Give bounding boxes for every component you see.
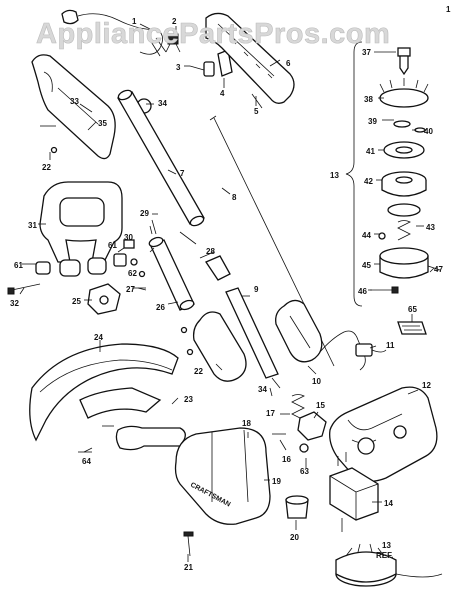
part-41-ring xyxy=(383,141,425,159)
label-30: 30 xyxy=(124,233,133,242)
label-13-ref: 13 xyxy=(382,541,391,550)
label-46: 46 xyxy=(358,287,367,296)
label-5: 5 xyxy=(254,107,259,116)
part-motor-housing xyxy=(329,386,438,482)
part-screw xyxy=(183,531,194,557)
part-39-40-washers xyxy=(393,120,426,133)
part-37-bolt xyxy=(397,47,411,76)
part-guard-bracket xyxy=(102,425,186,451)
part-housing-half-right xyxy=(275,299,323,363)
part-cup xyxy=(285,495,309,519)
part-drive-block xyxy=(297,411,327,441)
label-6: 6 xyxy=(286,59,291,68)
label-33: 33 xyxy=(70,97,79,106)
label-15: 15 xyxy=(316,401,325,410)
label-17: 17 xyxy=(266,409,275,418)
part-power-cord xyxy=(319,330,387,371)
part-43-spring xyxy=(387,203,421,241)
label-62: 62 xyxy=(128,269,137,278)
label-4: 4 xyxy=(220,89,225,98)
part-45-spool-housing xyxy=(379,247,441,279)
part-small-hardware xyxy=(189,49,263,109)
label-64: 64 xyxy=(82,457,91,466)
part-handle-left xyxy=(31,54,116,160)
part-clamp xyxy=(87,283,121,315)
part-65-decal xyxy=(397,321,427,335)
part-motor xyxy=(329,452,379,532)
label-22-left: 22 xyxy=(42,163,51,172)
label-35: 35 xyxy=(98,119,107,128)
part-spool-ref xyxy=(335,543,443,587)
part-guard xyxy=(29,343,179,442)
label-29: 29 xyxy=(140,209,149,218)
label-61-left: 61 xyxy=(14,261,23,270)
leader-lines xyxy=(19,23,435,562)
label-20: 20 xyxy=(290,533,299,542)
part-44-ball xyxy=(378,232,386,240)
label-27: 27 xyxy=(126,285,135,294)
label-23: 23 xyxy=(184,395,193,404)
part-spring xyxy=(271,377,305,421)
part-housing-half-left xyxy=(180,311,247,382)
label-38: 38 xyxy=(364,95,373,104)
label-39: 39 xyxy=(368,117,377,126)
label-8: 8 xyxy=(232,193,237,202)
part-mid-shaft xyxy=(205,255,279,379)
label-10: 10 xyxy=(312,377,321,386)
label-31: 31 xyxy=(28,221,37,230)
part-38-spool-head xyxy=(379,78,429,108)
label-32: 32 xyxy=(10,299,19,308)
label-40: 40 xyxy=(424,127,433,136)
label-9: 9 xyxy=(254,285,259,294)
label-25: 25 xyxy=(72,297,81,306)
label-3: 3 xyxy=(176,63,181,72)
label-2: 2 xyxy=(172,17,177,26)
part-bolt xyxy=(7,283,41,295)
ref-text: REF. xyxy=(376,551,393,560)
part-clip xyxy=(165,33,181,53)
part-loop-handle xyxy=(39,181,123,263)
label-43: 43 xyxy=(426,223,435,232)
label-12: 12 xyxy=(422,381,431,390)
label-34-mid: 34 xyxy=(258,385,267,394)
corner-mark: 1 xyxy=(446,5,451,14)
label-44: 44 xyxy=(362,231,371,240)
label-1: 1 xyxy=(132,17,137,26)
label-42: 42 xyxy=(364,177,373,186)
label-34-top: 34 xyxy=(158,99,167,108)
label-14: 14 xyxy=(384,499,393,508)
part-switch-cord xyxy=(61,9,167,57)
part-42-spool xyxy=(381,171,427,197)
part-nuts-washers xyxy=(35,239,146,278)
part-number-labels: 1 2 3 4 5 6 7 8 9 10 11 12 13 13 14 15 1… xyxy=(10,5,451,572)
label-16: 16 xyxy=(282,455,291,464)
part-handle-right xyxy=(205,12,295,104)
label-41: 41 xyxy=(366,147,375,156)
label-47: 47 xyxy=(434,265,443,274)
label-24: 24 xyxy=(94,333,103,342)
label-61-right: 61 xyxy=(108,241,117,250)
part-lower-tube xyxy=(132,219,215,311)
label-28: 28 xyxy=(206,247,215,256)
label-37: 37 xyxy=(362,48,371,57)
label-22-mid: 22 xyxy=(194,367,203,376)
label-13: 13 xyxy=(330,171,339,180)
label-26: 26 xyxy=(156,303,165,312)
label-19: 19 xyxy=(272,477,281,486)
label-63: 63 xyxy=(300,467,309,476)
label-65: 65 xyxy=(408,305,417,314)
part-head-cover: CRAFTSMAN xyxy=(174,427,271,525)
label-18: 18 xyxy=(242,419,251,428)
part-13-bracket xyxy=(345,41,363,307)
part-46-bolt xyxy=(370,286,399,294)
part-pin-washer xyxy=(272,433,309,453)
label-21: 21 xyxy=(184,563,193,572)
watermark-text: AppliancePartsPros.com xyxy=(36,18,391,51)
label-45: 45 xyxy=(362,261,371,270)
label-11: 11 xyxy=(386,341,395,350)
part-upper-tube xyxy=(117,89,205,227)
label-7: 7 xyxy=(180,169,185,178)
